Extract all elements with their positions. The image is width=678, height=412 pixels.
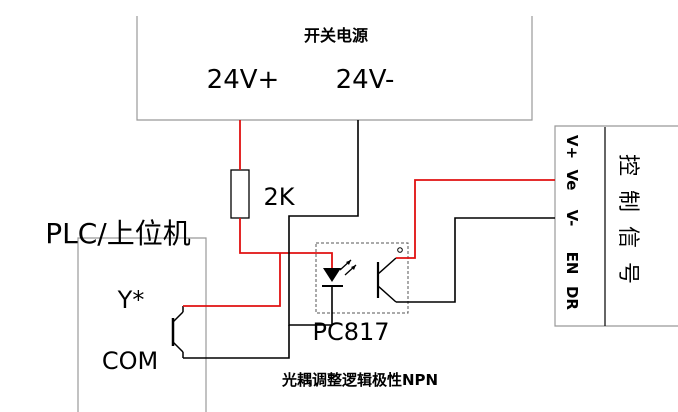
led-ray-arrow-2 <box>351 265 356 270</box>
power-supply: 开关电源 24V+ 24V- <box>136 16 533 121</box>
led-ray-arrow-1 <box>346 260 351 265</box>
plc-box: PLC/上位机 Y* COM <box>45 217 207 412</box>
control-signal-border <box>554 125 678 327</box>
pin-ve: Ve <box>563 170 581 191</box>
wire-resistor-to-led <box>239 218 333 268</box>
black-wires <box>183 120 555 359</box>
led-icon <box>323 268 341 282</box>
plc-border <box>77 237 207 412</box>
wire-com-to-loop <box>183 325 290 359</box>
control-signal-char-3: 号 <box>615 262 640 284</box>
plc-transistor-emitter <box>172 341 184 353</box>
power-supply-title: 开关电源 <box>304 26 368 45</box>
resistor-body <box>230 169 250 219</box>
control-signal-char-1: 制 <box>615 190 640 212</box>
control-signal-char-0: 控 <box>615 154 640 176</box>
pin1-marker <box>397 247 403 253</box>
power-pos-label: 24V+ <box>207 65 280 95</box>
control-signal-char-2: 信 <box>615 226 640 248</box>
plc-transistor-collector <box>172 311 184 323</box>
pin-vplus: V+ <box>563 135 581 159</box>
pin-vminus: V- <box>563 210 581 227</box>
power-supply-box <box>136 16 533 121</box>
plc-title: PLC/上位机 <box>45 217 190 250</box>
pin-en: EN <box>563 252 581 275</box>
resistor: 2K <box>230 169 296 219</box>
wire-collector-to-ve <box>396 179 555 259</box>
red-wires <box>183 120 555 307</box>
plc-com-label: COM <box>102 347 158 375</box>
optocoupler-outline <box>315 242 409 314</box>
diagram-caption: 光耦调整逻辑极性NPN <box>281 371 438 389</box>
optocoupler: PC817 <box>312 242 409 346</box>
plc-transistor <box>171 306 184 358</box>
wire-emitter-to-vminus <box>396 217 555 303</box>
power-neg-label: 24V- <box>336 65 395 95</box>
optocoupler-label: PC817 <box>312 318 389 346</box>
phototransistor-collector <box>377 257 397 275</box>
control-signal-title: 控 制 信 号 <box>615 154 640 284</box>
phototransistor-emitter <box>377 285 397 303</box>
wire-24v-neg-to-led <box>288 120 359 326</box>
control-signal-box: 控 制 信 号 V+ Ve V- EN DR <box>554 125 678 327</box>
resistor-label: 2K <box>263 183 295 211</box>
pin-dr: DR <box>563 286 581 310</box>
wire-y-to-loop <box>183 253 281 307</box>
plc-output-label: Y* <box>117 286 145 314</box>
